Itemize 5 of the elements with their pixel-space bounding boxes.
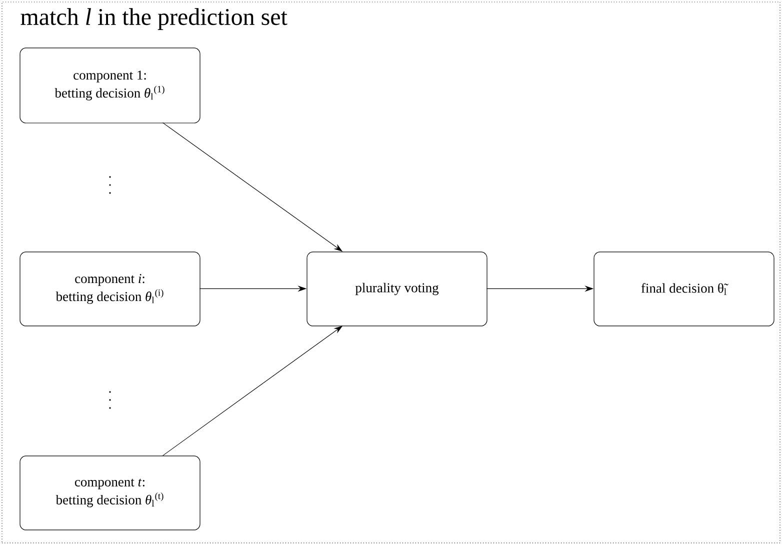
process-box: plurality voting [306, 252, 488, 326]
process-box: component i: betting decision θ$_{l}$(i) [20, 252, 200, 326]
process-box: final decision θ̃$_{l}$ [594, 252, 774, 326]
process-box: component t: betting decision θ$_{l}$(t) [20, 456, 200, 530]
process-box: component 1: betting decision θ$_{l}$(1) [20, 48, 200, 124]
